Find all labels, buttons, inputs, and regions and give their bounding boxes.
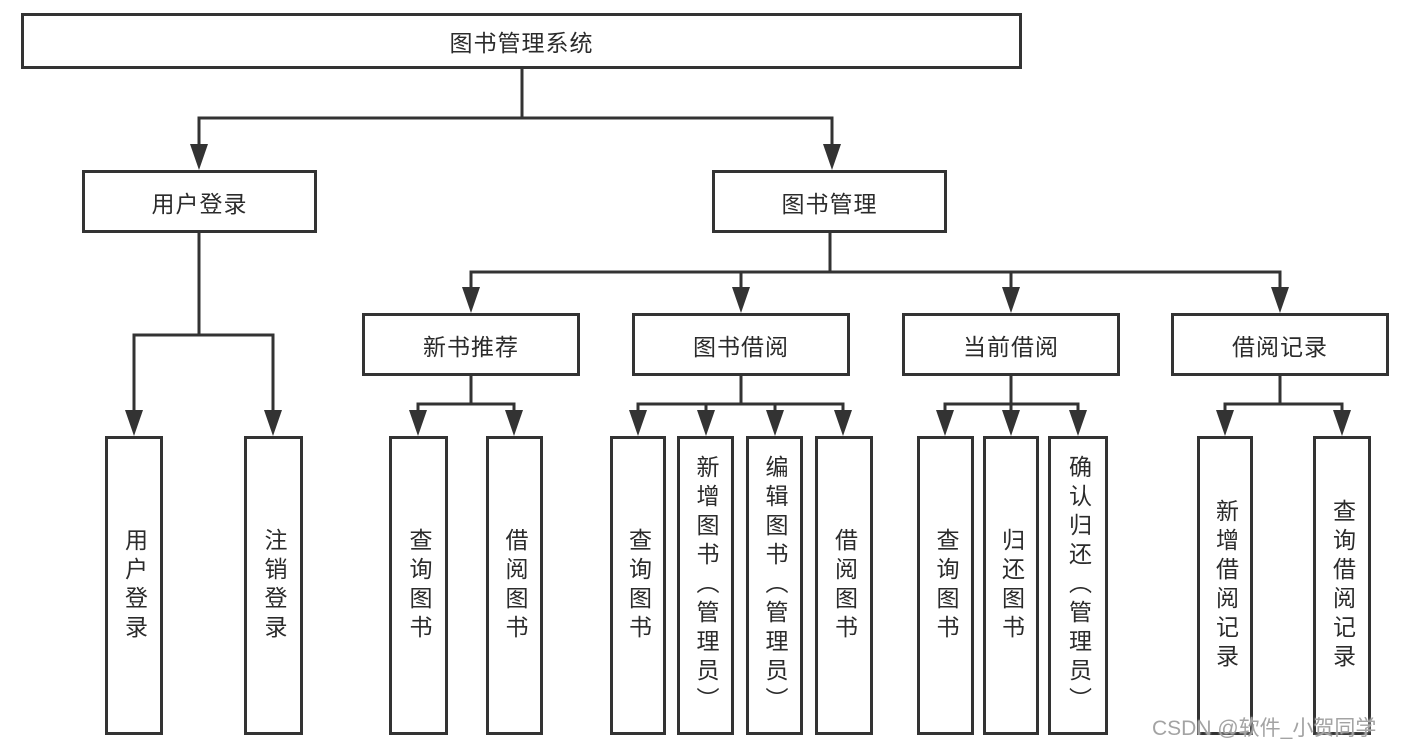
node-book-management: 图书管理: [712, 170, 947, 233]
leaf-label: 编辑图书（管理员）: [762, 455, 788, 716]
node-new-book-recommendation: 新书推荐: [362, 313, 580, 376]
leaf-label: 查询借阅记录: [1329, 498, 1356, 673]
leaf-label: 用户登录: [121, 527, 148, 644]
node-user-login: 用户登录: [82, 170, 317, 233]
leaf-borrow-books: 借阅图书: [815, 436, 873, 735]
leaf-query-books: 查询图书: [389, 436, 448, 735]
leaf-label: 注销登录: [261, 527, 287, 644]
csdn-watermark: CSDN @软件_小贺同学: [1152, 717, 1377, 740]
leaf-query-books: 查询图书: [610, 436, 666, 735]
leaf-confirm-return-admin: 确认归还（管理员）: [1048, 436, 1108, 735]
leaf-edit-books-admin: 编辑图书（管理员）: [746, 436, 803, 735]
leaf-label: 查询图书: [933, 527, 959, 644]
node-current-borrowing: 当前借阅: [902, 313, 1120, 376]
leaf-label: 查询图书: [625, 527, 652, 644]
leaf-label: 归还图书: [998, 527, 1025, 644]
leaf-label: 借阅图书: [502, 527, 528, 644]
leaf-label: 借阅图书: [831, 527, 858, 644]
leaf-add-books-admin: 新增图书（管理员）: [677, 436, 734, 735]
arrowhead-icons: [125, 144, 1351, 436]
leaf-query-books: 查询图书: [917, 436, 974, 735]
leaf-add-borrow-record: 新增借阅记录: [1197, 436, 1253, 735]
leaf-label: 查询图书: [406, 527, 432, 644]
leaf-return-books: 归还图书: [983, 436, 1039, 735]
node-borrowing-records: 借阅记录: [1171, 313, 1389, 376]
leaf-user-login: 用户登录: [105, 436, 163, 735]
leaf-label: 新增图书（管理员）: [693, 455, 719, 716]
leaf-label: 确认归还（管理员）: [1065, 455, 1092, 716]
leaf-borrow-books: 借阅图书: [486, 436, 543, 735]
leaf-label: 新增借阅记录: [1212, 498, 1239, 673]
node-library-management-system: 图书管理系统: [21, 13, 1022, 69]
leaf-query-borrow-record: 查询借阅记录: [1313, 436, 1371, 735]
node-book-borrowing: 图书借阅: [632, 313, 850, 376]
leaf-logout: 注销登录: [244, 436, 303, 735]
